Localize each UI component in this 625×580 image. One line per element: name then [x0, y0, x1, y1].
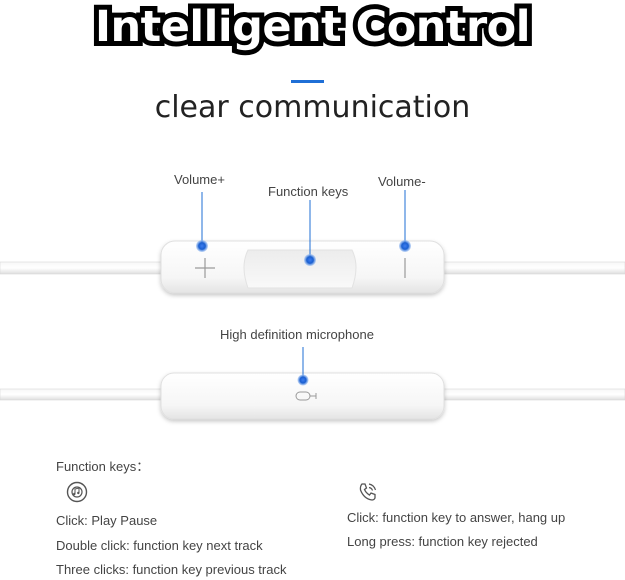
mic-icon	[295, 391, 317, 401]
function-keys-marker	[304, 254, 316, 266]
plus-icon	[195, 258, 215, 278]
music-disc-icon	[66, 481, 88, 503]
remote-control	[0, 190, 625, 294]
mic-cable-left	[0, 388, 171, 401]
cable-left	[0, 261, 171, 275]
microphone-label: High definition microphone	[220, 327, 374, 342]
microphone-unit	[0, 347, 625, 420]
volume-up-label: Volume+	[174, 172, 225, 187]
cable-right	[435, 261, 625, 275]
volume-down-label: Volume-	[378, 174, 426, 189]
microphone-marker	[297, 374, 309, 386]
legend-title: Function keys：	[56, 459, 150, 474]
function-key-button	[243, 249, 357, 289]
headline-title: Intelligent Control	[90, 0, 535, 57]
legend-line: Click: Play Pause	[56, 513, 158, 528]
mic-cable-right	[435, 388, 625, 401]
legend-line: Double click: function key next track	[56, 538, 263, 553]
legend-line: Three clicks: function key previous trac…	[56, 562, 287, 577]
function-keys-label: Function keys	[268, 184, 349, 199]
subheadline: clear communication	[154, 90, 471, 125]
legend-line: Long press: function key rejected	[347, 534, 538, 549]
legend-line: Click: function key to answer, hang up	[347, 510, 566, 525]
phone-call-icon	[359, 483, 377, 501]
accent-divider	[291, 80, 324, 83]
volume-down-marker	[399, 240, 411, 252]
volume-up-marker	[196, 240, 208, 252]
